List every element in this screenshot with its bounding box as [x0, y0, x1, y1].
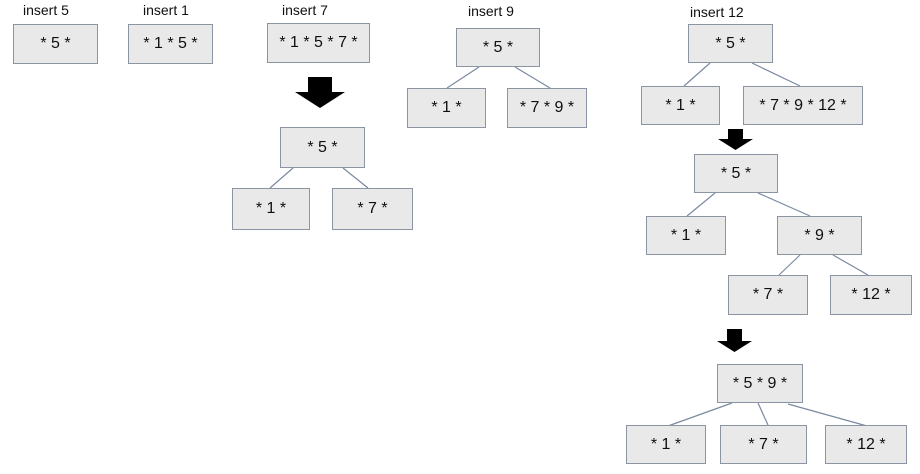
node-insert7-overfull: * 1 * 5 * 7 * [267, 23, 370, 63]
node-insert12-c-left: * 1 * [626, 425, 706, 464]
node-insert12-c-right: * 12 * [825, 425, 907, 464]
node-insert12-a-left: * 1 * [641, 86, 720, 125]
connector-line [778, 254, 801, 276]
node-insert12-b-left: * 1 * [646, 216, 726, 255]
node-insert9-right: * 7 * 9 * [507, 88, 587, 128]
connector-line [757, 192, 811, 217]
node-insert12-b-root: * 5 * [694, 154, 778, 193]
node-insert12-c-middle: * 7 * [720, 425, 807, 464]
node-insert12-b-right: * 9 * [777, 216, 862, 255]
step-label-insert-5: insert 5 [23, 2, 69, 18]
node-insert7-left: * 1 * [232, 188, 310, 230]
node-insert12-a-right: * 7 * 9 * 12 * [743, 86, 863, 125]
node-insert9-left: * 1 * [407, 88, 486, 128]
connector-line [446, 66, 480, 89]
node-insert7-root: * 5 * [280, 127, 365, 168]
node-insert12-c-root: * 5 * 9 * [717, 364, 803, 403]
step-label-insert-1: insert 1 [143, 2, 189, 18]
step-label-insert-12: insert 12 [690, 4, 744, 20]
node-insert12-b-grand-right: * 12 * [830, 275, 912, 315]
down-arrow-icon [718, 129, 753, 150]
down-arrow-icon [295, 77, 345, 108]
connector-line [757, 402, 769, 426]
node-insert12-b-grand-left: * 7 * [728, 275, 808, 315]
step-label-insert-7: insert 7 [282, 2, 328, 18]
connector-line [342, 167, 369, 189]
node-insert12-a-root: * 5 * [688, 24, 773, 63]
down-arrow-icon [717, 329, 752, 352]
node-insert5-root: * 5 * [13, 24, 98, 64]
connector-line [686, 192, 716, 217]
connector-line [514, 66, 551, 89]
connector-line [269, 167, 294, 189]
node-insert7-right: * 7 * [332, 188, 413, 230]
step-label-insert-9: insert 9 [468, 3, 514, 19]
node-insert9-root: * 5 * [456, 28, 540, 67]
connector-line [832, 254, 869, 276]
connector-line [751, 62, 801, 87]
connector-line [787, 403, 868, 427]
connector-line [667, 402, 733, 427]
node-insert1-root: * 1 * 5 * [128, 24, 213, 64]
connector-line [683, 62, 711, 87]
